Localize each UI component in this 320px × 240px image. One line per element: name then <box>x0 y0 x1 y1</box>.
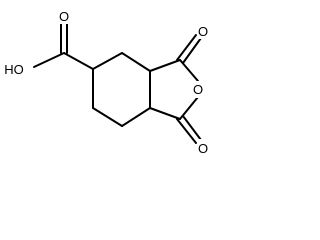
carbonyl-bottom-oxygen-label: O <box>198 141 208 156</box>
bond-double-top-a <box>176 34 197 61</box>
bond-cooh-oh <box>33 52 65 68</box>
molecule-structure: HO O O O O <box>3 7 210 156</box>
bond-c5-cooh <box>63 52 94 70</box>
bond-carbonyl-bottom-c8 <box>149 107 181 120</box>
bond-double-bottom-a <box>176 118 197 144</box>
bond-ring-c5-c6 <box>92 52 123 70</box>
bond-double-bottom-b <box>182 115 202 141</box>
bond-c7-carbonyl-top <box>149 59 181 72</box>
bonds <box>33 21 202 144</box>
atom-labels: HO O O O O <box>3 7 210 156</box>
carboxyl-oxygen-label: O <box>59 9 69 24</box>
carbonyl-top-oxygen-label: O <box>198 24 208 39</box>
bond-ring-c8-c9 <box>121 107 151 127</box>
bond-ring-c6-c7 <box>121 52 151 72</box>
bond-ring-c9-c10 <box>92 107 123 127</box>
ring-oxygen-label: O <box>193 82 203 97</box>
bond-double-top-b <box>182 37 202 64</box>
hydroxyl-label: HO <box>4 62 24 77</box>
